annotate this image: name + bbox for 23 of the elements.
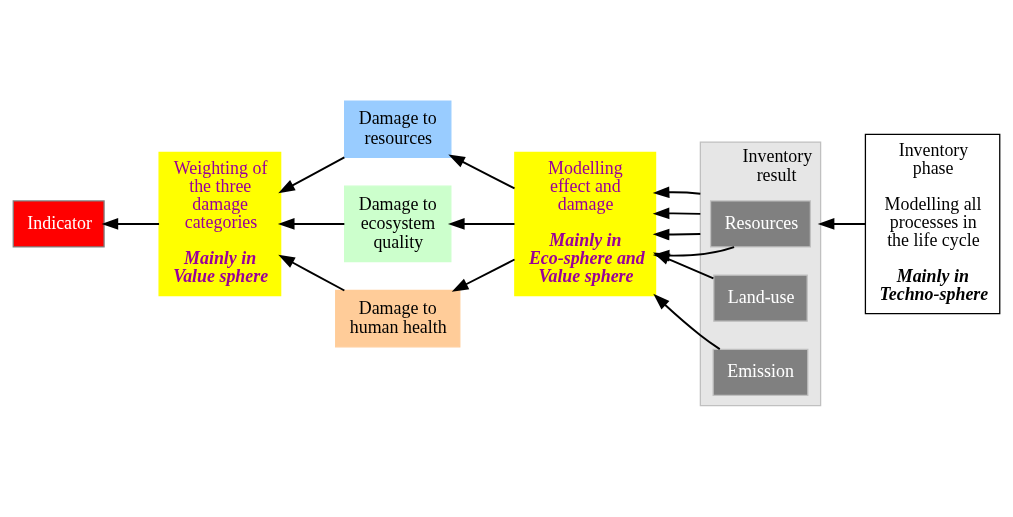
node-box: Land-use <box>713 274 808 322</box>
node-box: Damage to ecosystem quality <box>344 185 452 263</box>
arrow <box>817 218 867 230</box>
arrow <box>447 218 516 230</box>
node-box: Damage to human health <box>335 289 461 348</box>
arrow <box>278 156 346 194</box>
arrow <box>652 228 702 241</box>
arrow <box>653 293 721 351</box>
node-box: Indicator <box>12 200 105 248</box>
arrow <box>448 154 516 190</box>
node-box: Modelling effect and damage Mainly in Eco-sphere and Value sphere <box>514 151 657 297</box>
node-box: Emission <box>712 348 809 397</box>
arrow <box>652 186 702 199</box>
node-box: Damage to resources <box>344 100 452 159</box>
arrow <box>652 207 702 220</box>
arrow <box>101 218 161 230</box>
arrow <box>278 254 346 292</box>
arrow <box>277 218 346 230</box>
arrow <box>451 258 516 292</box>
node-box: Weighting of the three damage categories Mainly in Value sphere <box>158 151 282 297</box>
arrow <box>652 252 715 280</box>
node-box: Resources <box>709 200 812 248</box>
node-box: Inventory phase Modelling all processes in the life cycle Mainly in Techno-sphere <box>864 133 1001 315</box>
